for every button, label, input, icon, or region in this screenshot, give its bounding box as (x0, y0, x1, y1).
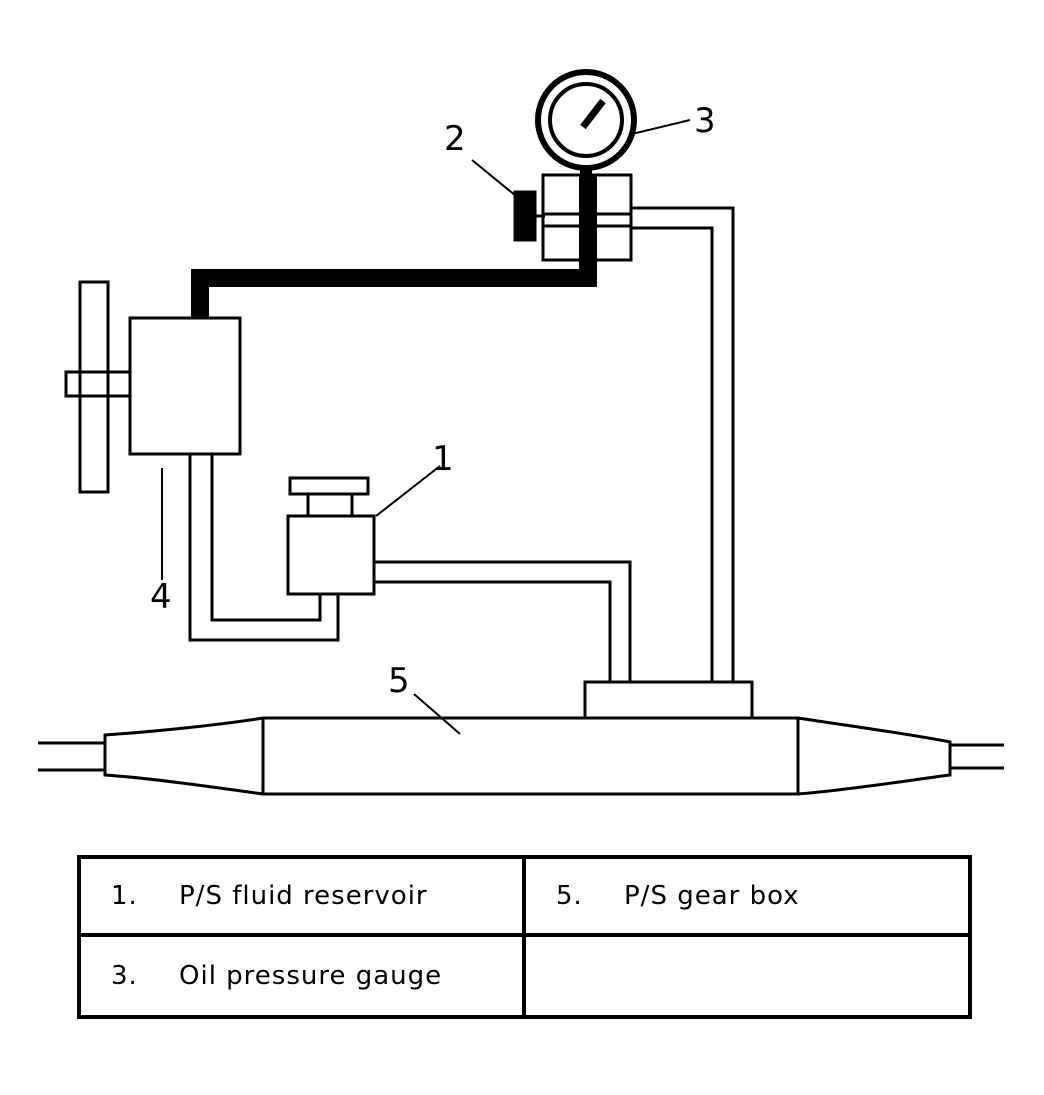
steering-wheel (64, 280, 132, 494)
power-steering-pressure-test-diagram: 1 2 3 4 5 (38, 69, 1004, 796)
callout-1: 1 (432, 439, 454, 479)
legend-cell-5: 5. P/S gear box (526, 859, 968, 937)
legend-number: 1. (111, 881, 138, 911)
reservoir-feed-line-inner (374, 580, 612, 682)
callout-4: 4 (150, 577, 172, 617)
shutoff-valve (513, 173, 633, 262)
legend-label: Oil pressure gauge (179, 961, 443, 991)
steering-gear-box (38, 680, 1004, 796)
callout-2: 2 (444, 119, 466, 159)
oil-pressure-gauge (535, 69, 637, 180)
legend-cell-empty (526, 937, 968, 1015)
legend-label: P/S gear box (624, 881, 800, 911)
legend-table: 1. P/S fluid reservoir 5. P/S gear box 3… (77, 855, 972, 1019)
legend-label: P/S fluid reservoir (179, 881, 428, 911)
reservoir-feed-line (374, 560, 632, 682)
legend-cell-1: 1. P/S fluid reservoir (81, 859, 526, 937)
pump-return-line (188, 454, 340, 642)
pump-box (128, 316, 242, 456)
legend-number: 3. (111, 961, 138, 991)
callout-5: 5 (388, 661, 410, 701)
legend-number: 5. (556, 881, 583, 911)
callout-3: 3 (694, 101, 716, 141)
legend-cell-3: 3. Oil pressure gauge (81, 937, 526, 1015)
pump-return-line-inner (210, 454, 322, 622)
return-line-inner (631, 226, 714, 682)
return-line-outer (631, 206, 735, 682)
fluid-reservoir (286, 476, 376, 596)
leader-lines (161, 119, 691, 735)
